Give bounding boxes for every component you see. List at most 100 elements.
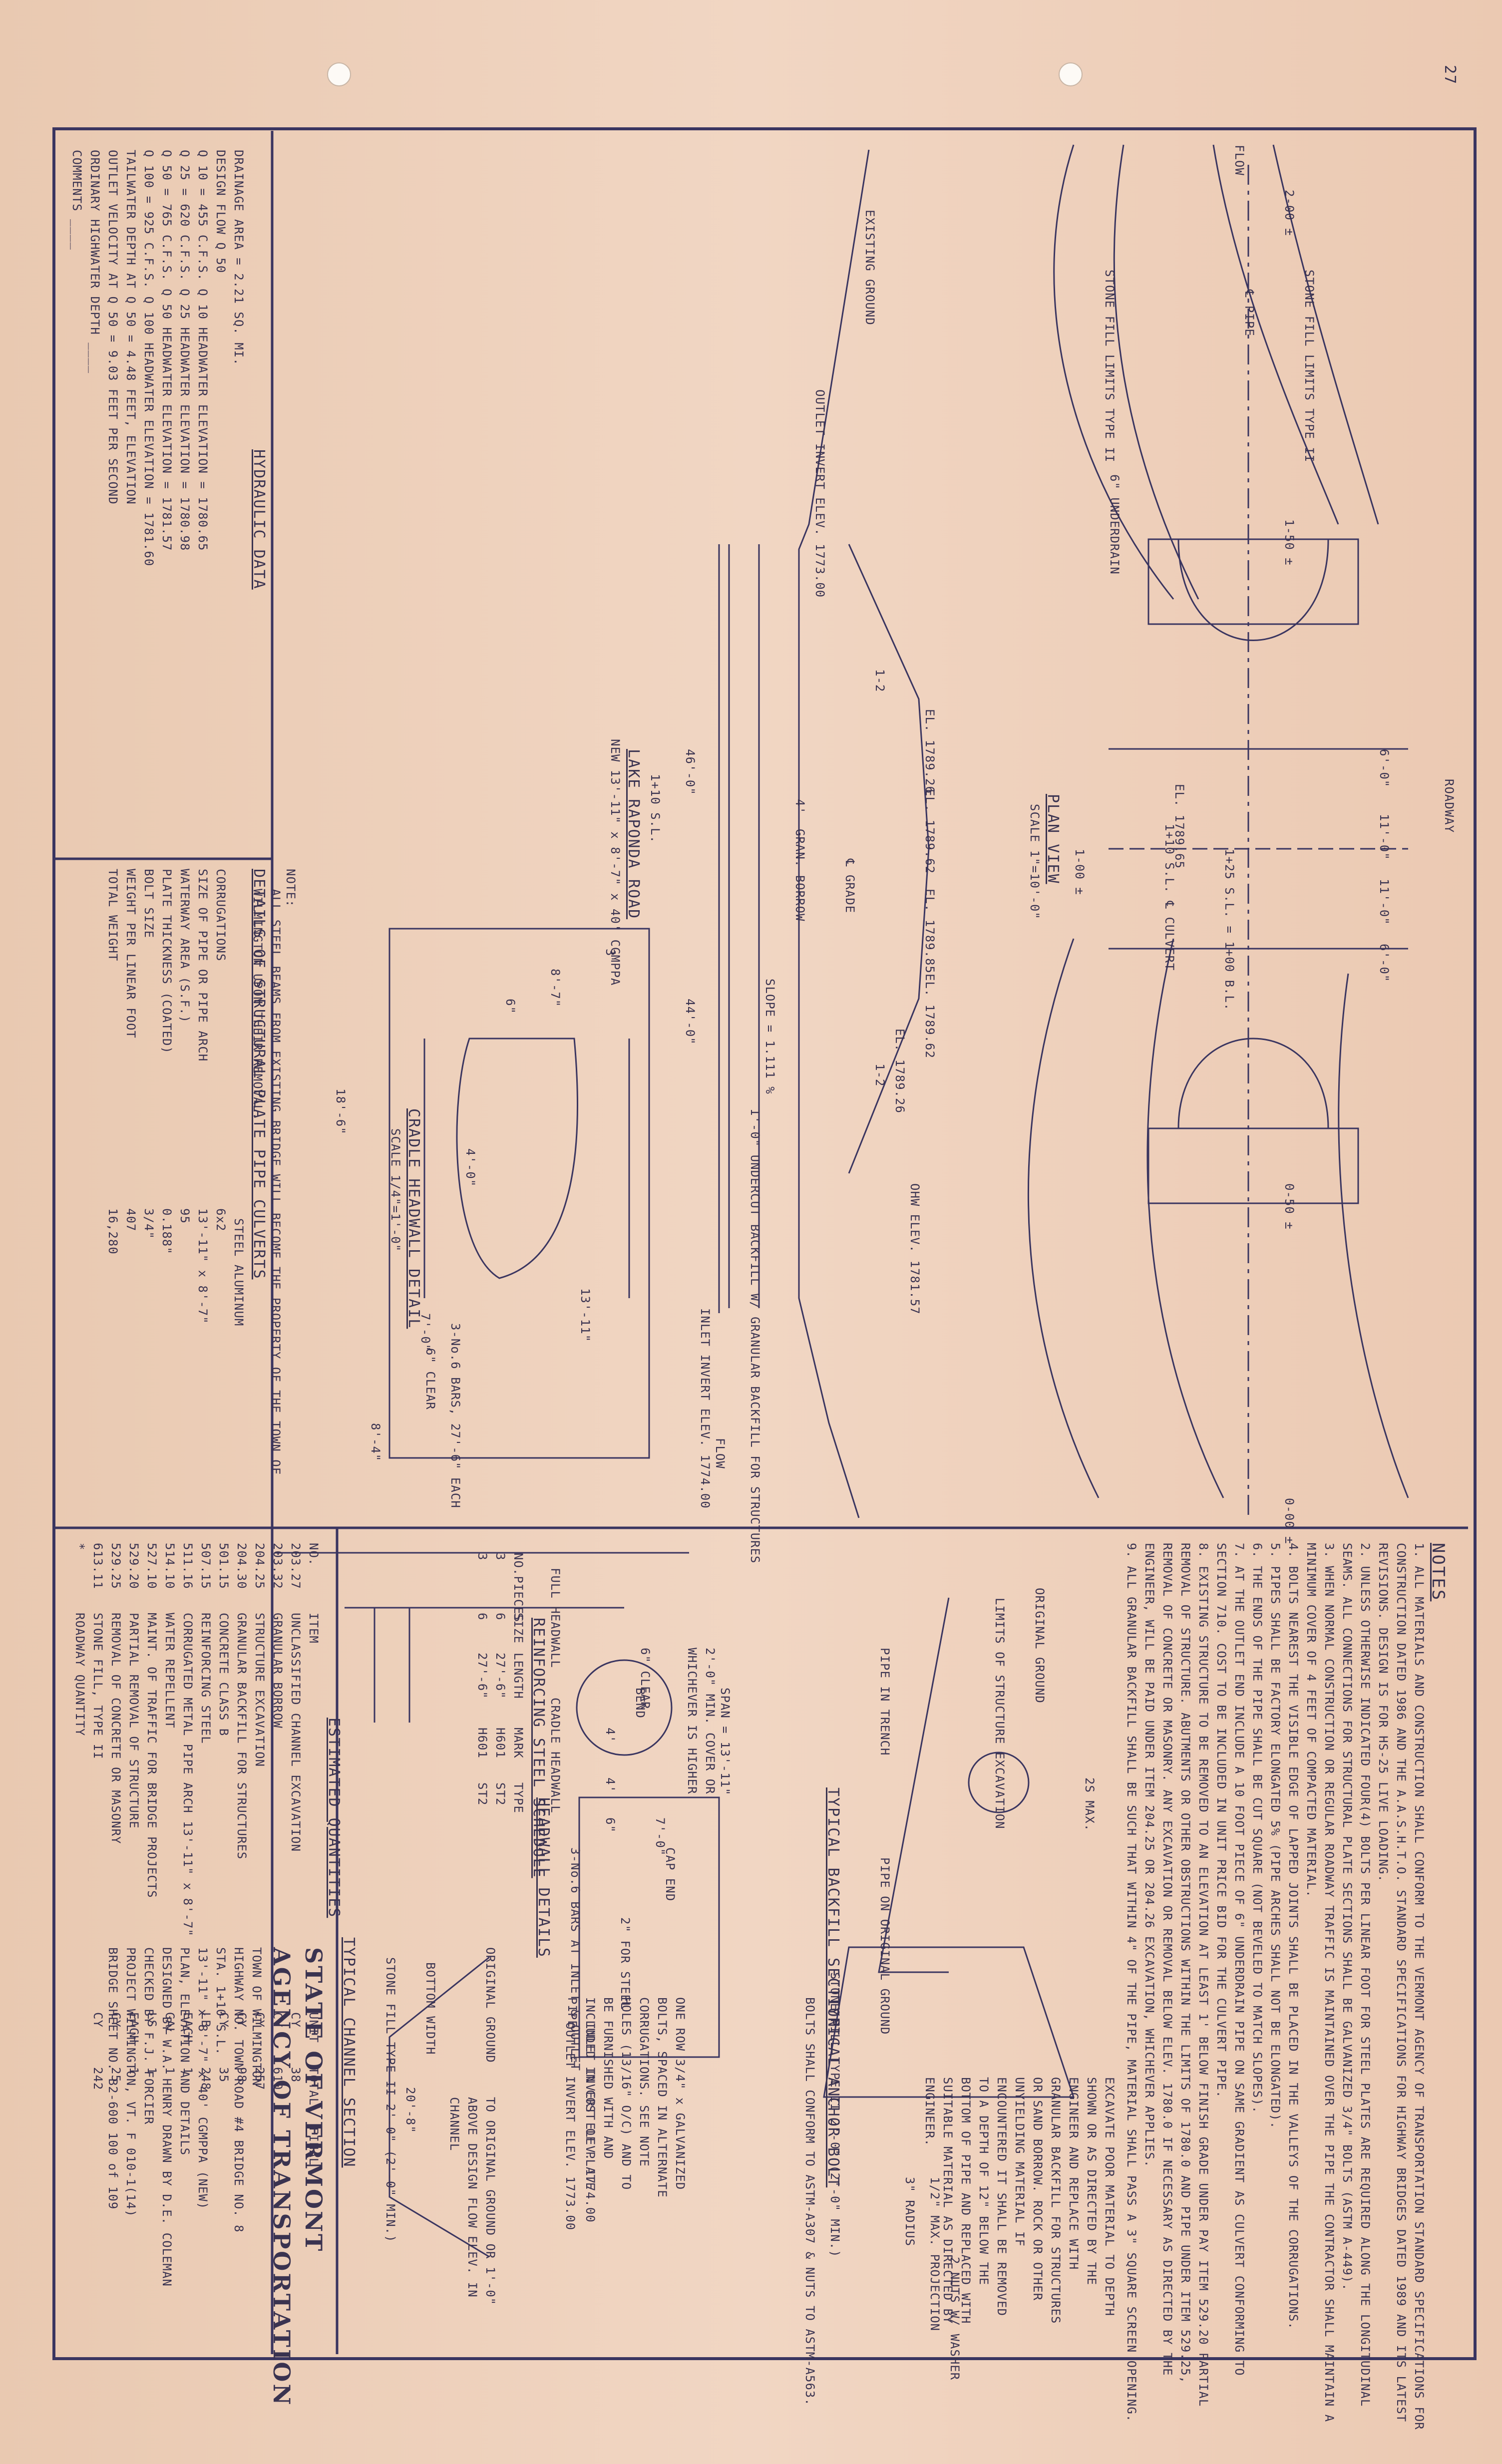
rebar-row: 3627'-6"H601ST2 <box>493 1553 507 1806</box>
profile-slope: 1-2 <box>873 1063 887 1087</box>
cradle-scale: SCALE 1/4"=1'-0" <box>388 1128 402 1252</box>
hydraulic-ordinary: ORDINARY HIGHWATER DEPTH ____ <box>88 150 102 374</box>
plan-dim: 6'-0" <box>1377 944 1391 983</box>
title-checked: CHECKED BY F.J. FORCIER <box>142 1947 156 2125</box>
anchor-nuts: 2 NUTS W/ WASHER <box>948 2257 962 2381</box>
channel-to-original: TO ORIGINAL GROUND OR 1'-0" ABOVE DESIGN… <box>447 2097 497 2306</box>
hydraulic-row: Q 100 = 925 C.F.S. Q 100 HEADWATER ELEVA… <box>142 150 156 567</box>
cradle-dim: 8'-4" <box>369 1423 382 1462</box>
title-station: STA. 1+10 S.L. <box>214 1947 228 2056</box>
backfill-trench-label: PIPE IN TRENCH <box>878 1648 892 1756</box>
rebar-row: 3627'-6"H601ST2 <box>475 1553 489 1806</box>
hydraulic-row: Q 25 = 620 C.F.S. Q 25 HEADWATER ELEVATI… <box>178 150 192 551</box>
plan-bank <box>1053 144 1174 600</box>
plan-pipe-cl: ℄ PIPE <box>1242 290 1256 337</box>
profile-dim: 44'-0" <box>683 999 697 1045</box>
plate-pipe-title: DETAILS OF STRUCTURAL PLATE PIPE CULVERT… <box>250 869 268 1280</box>
headwall-dim: 6" <box>603 1817 617 1833</box>
plan-sta: 1-00 ± <box>1073 849 1087 895</box>
note-item: 4. BOLTS NEAREST THE VISIBLE EDGE OF LAP… <box>1286 1543 1300 2330</box>
title-sheet: BRIDGE SHEET NO. B2-600 100 of 109 <box>106 1947 120 2210</box>
backfill-trench <box>878 1597 950 1973</box>
headwall-clear: 6" CLEAR <box>638 1648 652 1710</box>
pipe-inlet <box>1147 538 1359 625</box>
cradle-dim: 4'-0" <box>463 1148 477 1187</box>
plan-dim: 0-00 ± <box>1282 1498 1296 1544</box>
profile-el: EL. 1789.62 <box>923 789 937 874</box>
plan-bank <box>1027 938 1100 1498</box>
plan-title: PLAN VIEW <box>1044 794 1062 884</box>
headwall-pipe <box>576 1659 673 1756</box>
title-state: STATE OF VERMONT <box>300 1947 327 2253</box>
backfill-pipe <box>968 1752 1030 1813</box>
anchor-inlet: INLET INVERT ELEV. 1774.00 <box>583 2022 597 2223</box>
punch-hole <box>1059 62 1083 86</box>
cradle-dim: 7'-0" <box>418 1313 432 1352</box>
title-project: PROJECT WILMINGTON, VT. F 010-1(14) <box>124 1947 138 2217</box>
plan-bank <box>1146 938 1224 1498</box>
rebar-block: REINFORCING STEEL SCHEDULE NO.PIECESSIZE… <box>473 1553 549 1878</box>
profile-dim: 46'-0" <box>683 749 697 795</box>
hydraulic-tailwater: TAILWATER DEPTH AT Q 50 = 4.48 FEET, ELE… <box>124 150 138 505</box>
channel-stone: STONE FILL TYPE II 2'-0" (2'-0" MIN.) <box>383 1957 397 2243</box>
plate-pipe-row: TOTAL WEIGHT16,280 <box>106 869 120 1255</box>
backfill-max: 2S MAX. <box>1083 1777 1097 1832</box>
channel-dim: 20'-8" <box>403 2087 417 2133</box>
anchor-projection: 1/2" MAX. PROJECTION <box>928 2177 942 2331</box>
profile-el: EL. 1789.62 <box>923 974 937 1058</box>
profile-road <box>848 544 930 1174</box>
profile-dim: 4' <box>793 799 807 814</box>
note-item: 6. THE ENDS OF THE PIPE SHALL BE CUT SQU… <box>1250 1543 1264 2114</box>
plan-dim: 11'-0" <box>1377 814 1391 860</box>
plate-pipe-row: SIZE OF PIPE OR PIPE ARCH13'-11" x 8'-7" <box>196 869 210 1324</box>
hydraulic-title: HYDRAULIC DATA <box>250 449 268 590</box>
plate-pipe-headers: STEEL ALUMINUM <box>232 1218 246 1327</box>
headwall-dim: 4' <box>603 1728 617 1743</box>
profile-inlet-invert: INLET INVERT ELEV. 1774.00 <box>698 1308 712 1509</box>
profile-station: 1+10 S.L. <box>648 774 662 844</box>
profile-ground <box>798 149 870 1518</box>
plan-roadway: ROADWAY <box>1442 779 1456 833</box>
profile-borrow: GRAN. BORROW <box>793 829 807 922</box>
notes-heading: NOTES <box>1428 1543 1448 1602</box>
profile-undercut: 1'-0" UNDERCUT BACKFILL W/ GRANULAR BACK… <box>748 1108 762 1564</box>
hydraulic-row: Q 10 = 455 C.F.S. Q 10 HEADWATER ELEVATI… <box>196 150 210 551</box>
title-town: TOWN OF WILMINGTON <box>250 1947 264 2087</box>
plate-pipe-row: PLATE THICKNESS (COATED)0.188" <box>160 869 174 1255</box>
plate-pipe-row: BOLT SIZE3/4" <box>142 869 156 1239</box>
channel-original: ORIGINAL GROUND <box>483 1947 497 2063</box>
headwall-elev <box>578 1796 720 2058</box>
cradle-title: CRADLE HEADWALL DETAIL <box>405 1108 422 1329</box>
profile-el: EL. 1789.85 <box>923 889 937 974</box>
pipe-inlet-arch <box>1177 539 1329 641</box>
cradle-dim: 18'-6" <box>334 1088 348 1135</box>
plan-dim: 0-50 ± <box>1282 1183 1296 1230</box>
plan-elev: EL. 1789.65 <box>1172 784 1186 869</box>
backfill-limits: LIMITS OF STRUCTURE EXCAVATION <box>993 1598 1007 1829</box>
headwall-cover: 2'-0" MIN. COVER OR WHICHEVER IS HIGHER <box>685 1648 717 1794</box>
plan-bank <box>1272 144 1379 525</box>
plan-dim: 1-50 ± <box>1282 519 1296 566</box>
anchor-title: TYPICAL ANCHOR BOLT <box>824 1997 842 2188</box>
profile-grade: ℄ GRADE <box>843 859 857 914</box>
cradle-dim: 6" <box>503 999 517 1014</box>
cradle-clear: 6" CLEAR <box>423 1348 437 1410</box>
note-item: 1. ALL MATERIALS AND CONSTRUCTION SHALL … <box>1376 1543 1426 2430</box>
plan-station: 1+25 S.L. = 1+00 B.L. <box>1222 849 1236 1011</box>
note-item: 7. AT THE OUTLET END INCLUDE A 10 FOOT P… <box>1214 1543 1246 2376</box>
plate-pipe-row: WEIGHT PER LINEAR FOOT407 <box>124 869 138 1232</box>
headwall-steel: 2" FOR STEEL <box>618 1917 632 2010</box>
title-pipe: 13'-11" x 8'-7" x 40' CGMPPA (NEW) <box>196 1947 210 2210</box>
anchor-bolt-detail <box>823 1946 1075 2098</box>
channel-section <box>388 1956 490 2258</box>
hydraulic-row: Q 50 = 765 C.F.S. Q 50 HEADWATER ELEVATI… <box>160 150 174 551</box>
anchor-outlet: OUTLET INVERT ELEV. 1773.00 <box>563 2022 577 2231</box>
plan-underdrain: 6" UNDERDRAIN <box>1108 474 1122 575</box>
plan-dim: 6'-0" <box>1377 749 1391 788</box>
note-item: 5. PIPES SHALL BE FACTORY ELONGATED 5% (… <box>1268 1543 1282 2129</box>
profile-el: EL. 1789.26 <box>893 1029 907 1113</box>
title-agency: AGENCY OF TRANSPORTATION <box>268 1947 295 2407</box>
note-item: 2. UNLESS OTHERWISE INDICATED FOUR(4) BO… <box>1340 1543 1372 2407</box>
plate-pipe-row: WATERWAY AREA (S.F.)95 <box>178 869 192 1224</box>
